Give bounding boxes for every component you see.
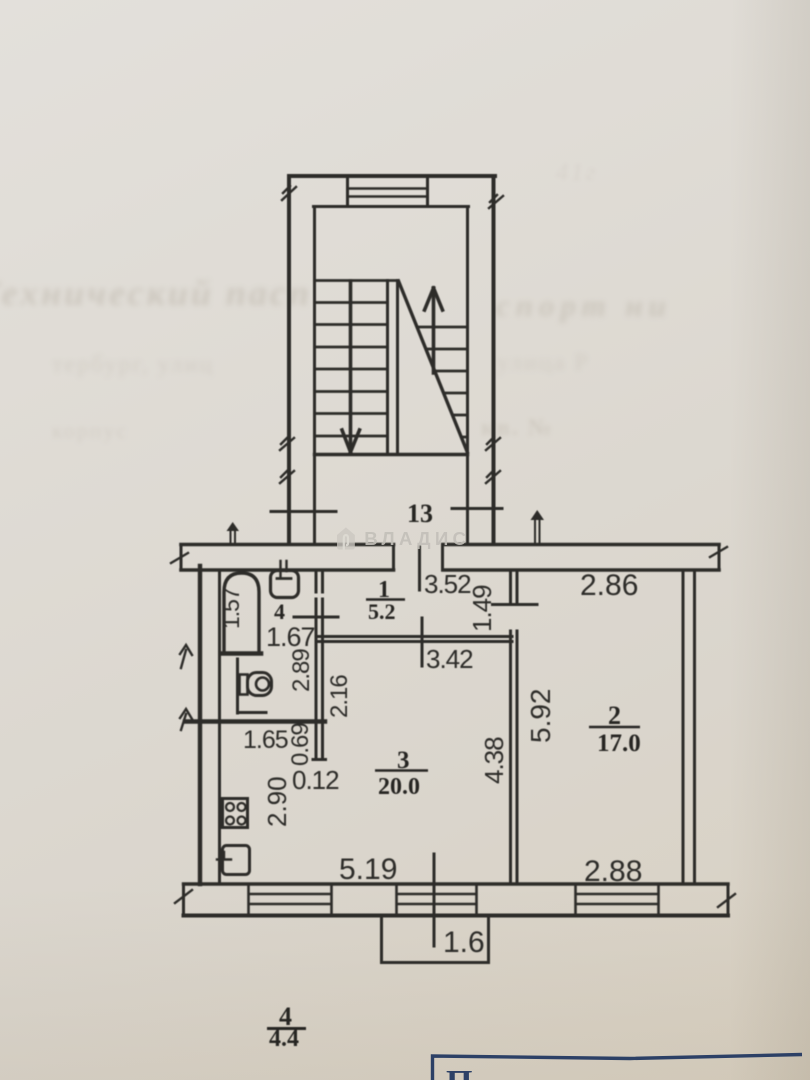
svg-text:3: 3 — [397, 747, 410, 774]
svg-text:2: 2 — [608, 701, 621, 730]
svg-text:2.16: 2.16 — [326, 675, 353, 718]
svg-text:20.0: 20.0 — [378, 774, 420, 800]
svg-text:0.69: 0.69 — [287, 723, 314, 766]
svg-text:1: 1 — [378, 577, 390, 603]
svg-text:2.86: 2.86 — [580, 569, 638, 602]
svg-text:1.67: 1.67 — [266, 622, 315, 652]
svg-text:4.38: 4.38 — [479, 737, 509, 784]
svg-text:5.19: 5.19 — [339, 853, 397, 886]
svg-text:2.89: 2.89 — [288, 649, 315, 692]
svg-text:1.49: 1.49 — [467, 585, 497, 632]
svg-text:4: 4 — [274, 599, 285, 624]
svg-text:1.6: 1.6 — [443, 926, 485, 959]
svg-text:13: 13 — [407, 499, 433, 528]
svg-text:4.4: 4.4 — [269, 1026, 299, 1052]
svg-text:П: П — [446, 1064, 472, 1080]
svg-text:1.57: 1.57 — [218, 588, 244, 629]
svg-text:2.88: 2.88 — [584, 855, 642, 888]
svg-text:3.42: 3.42 — [426, 644, 473, 674]
svg-text:0.12: 0.12 — [292, 765, 339, 795]
svg-text:2.90: 2.90 — [262, 776, 292, 827]
svg-text:5.92: 5.92 — [525, 689, 556, 744]
svg-text:4: 4 — [279, 1002, 292, 1031]
svg-text:3.52: 3.52 — [424, 569, 471, 599]
svg-text:17.0: 17.0 — [597, 730, 641, 757]
svg-text:5.2: 5.2 — [368, 599, 396, 624]
svg-text:ВЛАДИС: ВЛАДИС — [364, 528, 470, 549]
svg-text:1.65: 1.65 — [243, 726, 288, 754]
